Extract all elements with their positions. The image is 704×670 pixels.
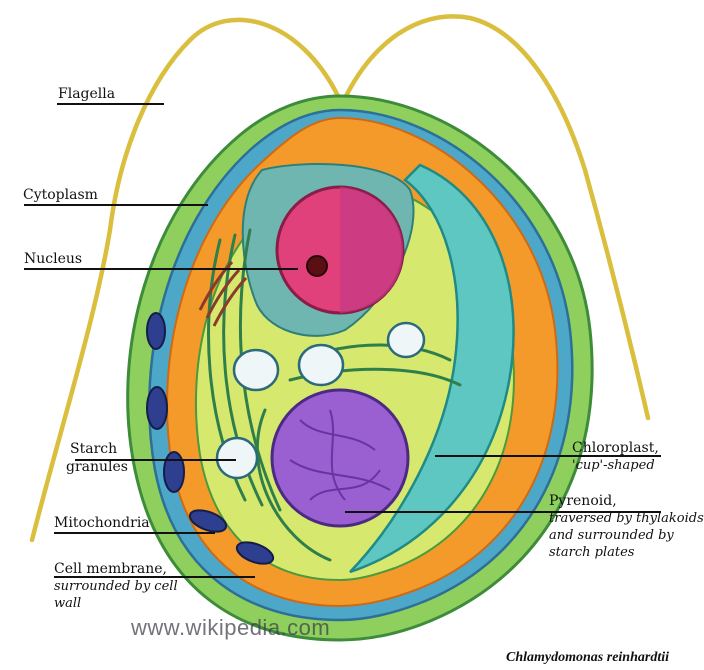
label-starch-line2: granules — [66, 459, 128, 476]
label-nucleus: Nucleus — [24, 251, 82, 268]
label-mitochondria: Mitochondria — [54, 515, 150, 532]
species-name: Chlamydomonas reinhardtii — [506, 650, 669, 666]
label-cell-membrane: Cell membrane, — [54, 561, 167, 578]
label-pyrenoid-sub2: and surrounded by — [549, 528, 674, 544]
label-pyrenoid-sub1: traversed by thylakoids — [549, 511, 704, 527]
nucleolus — [307, 256, 327, 276]
label-chloroplast: Chloroplast, — [572, 440, 659, 457]
pyrenoid — [272, 390, 408, 526]
label-pyrenoid-sub3: starch plates — [549, 545, 634, 561]
label-cell-membrane-sub1: surrounded by cell — [54, 579, 178, 595]
label-starch-line1: Starch — [70, 441, 117, 458]
label-cytoplasm: Cytoplasm — [23, 187, 98, 204]
watermark: www.wikipedia.com — [131, 615, 330, 641]
label-flagella: Flagella — [58, 86, 115, 103]
label-pyrenoid: Pyrenoid, — [549, 493, 617, 510]
label-chloroplast-sub: 'cup'-shaped — [572, 458, 655, 474]
label-cell-membrane-sub2: wall — [54, 596, 81, 612]
